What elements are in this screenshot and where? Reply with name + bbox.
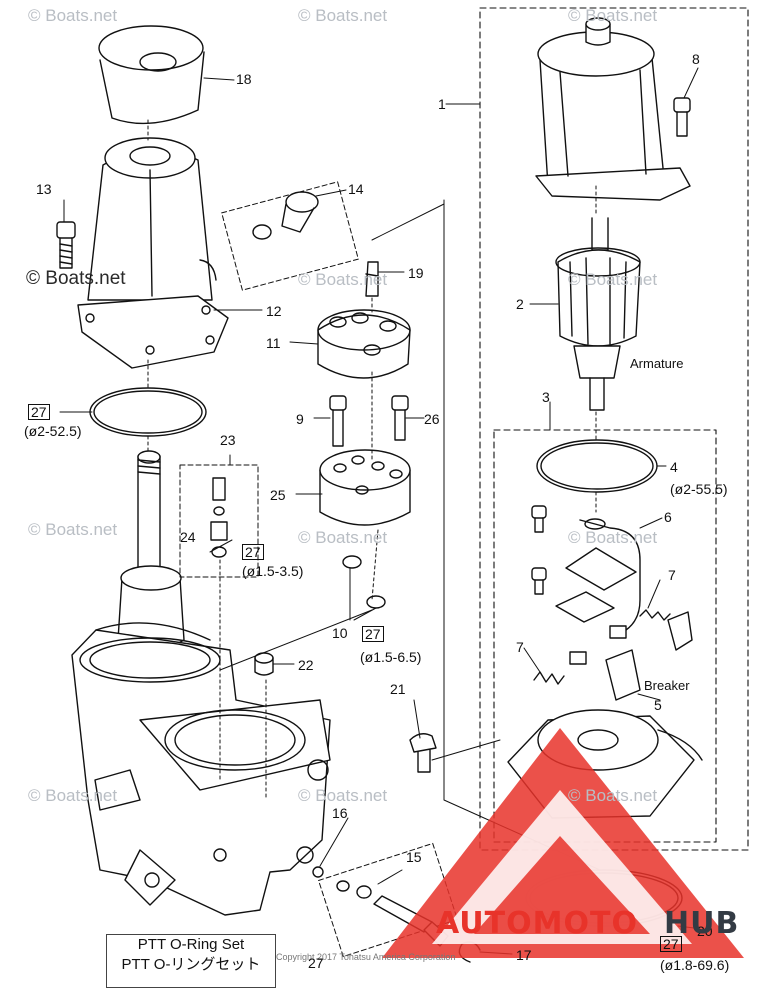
ref-27-a[interactable]: 27 (28, 404, 50, 420)
valve-group-box-14 (221, 181, 359, 291)
ref-27-a-size: (ø2-52.5) (24, 423, 82, 439)
motor-housing-part-1 (535, 17, 691, 201)
bolt-part-13 (56, 221, 76, 269)
upper-housing-part-12 (77, 137, 229, 369)
spring-part-7b (533, 671, 565, 685)
oring-part-10b (366, 595, 386, 609)
breaker-part-5 (605, 649, 641, 701)
watermark-4: © Boats.net (26, 268, 126, 289)
label-armature: Armature (630, 356, 684, 371)
ref-27-d[interactable]: 27 (660, 936, 682, 952)
oring-part-16 (312, 866, 324, 878)
watermark-2: © Boats.net (298, 6, 388, 25)
brush-a (609, 625, 627, 639)
ref-27-d-size: (ø1.8-69.6) (660, 957, 730, 973)
brush-plate (555, 547, 637, 623)
label-breaker: Breaker (644, 678, 690, 693)
watermark-6: © Boats.net (568, 270, 658, 289)
size-part-4: (ø2-55.5) (670, 481, 728, 497)
valve-part-14 (252, 191, 319, 240)
cylinder-rod (117, 450, 185, 651)
callout-23[interactable]: 23 (220, 432, 236, 448)
callout-25[interactable]: 25 (270, 487, 286, 503)
callout-9[interactable]: 9 (296, 411, 304, 427)
watermark-10: © Boats.net (28, 786, 118, 805)
watermark-8: © Boats.net (298, 528, 388, 547)
callout-27-set[interactable]: 27 (308, 955, 324, 971)
callout-18[interactable]: 18 (236, 71, 252, 87)
brush-lead-part-6 (579, 518, 641, 631)
callout-7b[interactable]: 7 (516, 639, 524, 655)
bolt-part-26 (391, 395, 409, 441)
ref-27-c[interactable]: 27 (362, 626, 384, 642)
callout-22[interactable]: 22 (298, 657, 314, 673)
callout-7a[interactable]: 7 (668, 567, 676, 583)
spool-part-24 (210, 477, 228, 558)
oring-part-27-large (89, 387, 207, 437)
callout-1[interactable]: 1 (438, 96, 446, 112)
callout-12[interactable]: 12 (266, 303, 282, 319)
gear-pump-part-25 (319, 449, 411, 526)
pump-cover-part-11 (317, 309, 411, 379)
watermark-5: © Boats.net (298, 270, 388, 289)
oring-set-title-en: PTT O-Ring Set (137, 936, 245, 953)
watermark-7: © Boats.net (28, 520, 118, 539)
ref-27-b-size: (ø1.5-3.5) (242, 563, 304, 579)
ref-27-c-size: (ø1.5-6.5) (360, 649, 422, 665)
oring-part-10a (342, 555, 362, 569)
callout-16[interactable]: 16 (332, 805, 348, 821)
logo-text-hub: HUB (664, 906, 740, 941)
callout-14[interactable]: 14 (348, 181, 364, 197)
watermark-1: © Boats.net (28, 6, 118, 25)
oring-set-title-jp: PTT O-リングセット (121, 956, 261, 973)
watermark-9: © Boats.net (568, 528, 658, 547)
callout-2[interactable]: 2 (516, 296, 524, 312)
callout-24[interactable]: 24 (180, 529, 196, 545)
callout-11[interactable]: 11 (266, 335, 281, 351)
pin-part-19 (365, 261, 379, 297)
breaker-clip (667, 611, 693, 651)
callout-13[interactable]: 13 (36, 181, 52, 197)
callout-20[interactable]: 20 (697, 923, 713, 939)
cap-cylinder-part-18 (98, 25, 205, 125)
ptt-oring-set-box[interactable]: PTT O-Ring Set PTT O-リングセット (106, 934, 276, 988)
callout-19[interactable]: 19 (408, 265, 424, 281)
bolt-part-9 (329, 395, 347, 447)
automotohub-logo-mark (382, 728, 744, 958)
watermark-12: © Boats.net (568, 786, 658, 805)
bolt-part-8 (673, 97, 691, 137)
logo-text-automoto: AUTOMOTO (436, 906, 638, 941)
callout-4[interactable]: 4 (670, 459, 678, 475)
spring-part-7a (639, 609, 671, 621)
armature-part-2 (555, 217, 641, 411)
lower-body-tilt-cylinder (71, 622, 331, 916)
callout-26[interactable]: 26 (424, 411, 440, 427)
watermark-3: © Boats.net (568, 6, 658, 25)
ref-27-b[interactable]: 27 (242, 544, 264, 560)
plug-part-22 (254, 652, 274, 676)
brush-b (569, 651, 587, 665)
bolt-part-21 (409, 733, 437, 773)
callout-17[interactable]: 17 (516, 947, 532, 963)
spool-group-box-23 (179, 464, 259, 578)
callout-15[interactable]: 15 (406, 849, 422, 865)
oring-part-4 (536, 439, 658, 493)
screw-brush-lower (531, 567, 547, 595)
copyright-notice: Copyright 2017 Tohatsu America Corporati… (276, 952, 456, 962)
callout-6[interactable]: 6 (664, 509, 672, 525)
callout-5[interactable]: 5 (654, 697, 662, 713)
callout-8[interactable]: 8 (692, 51, 700, 67)
screw-brush-upper (531, 505, 547, 533)
callout-21[interactable]: 21 (390, 681, 406, 697)
callout-3[interactable]: 3 (542, 389, 550, 405)
callout-10[interactable]: 10 (332, 625, 348, 641)
watermark-11: © Boats.net (298, 786, 388, 805)
